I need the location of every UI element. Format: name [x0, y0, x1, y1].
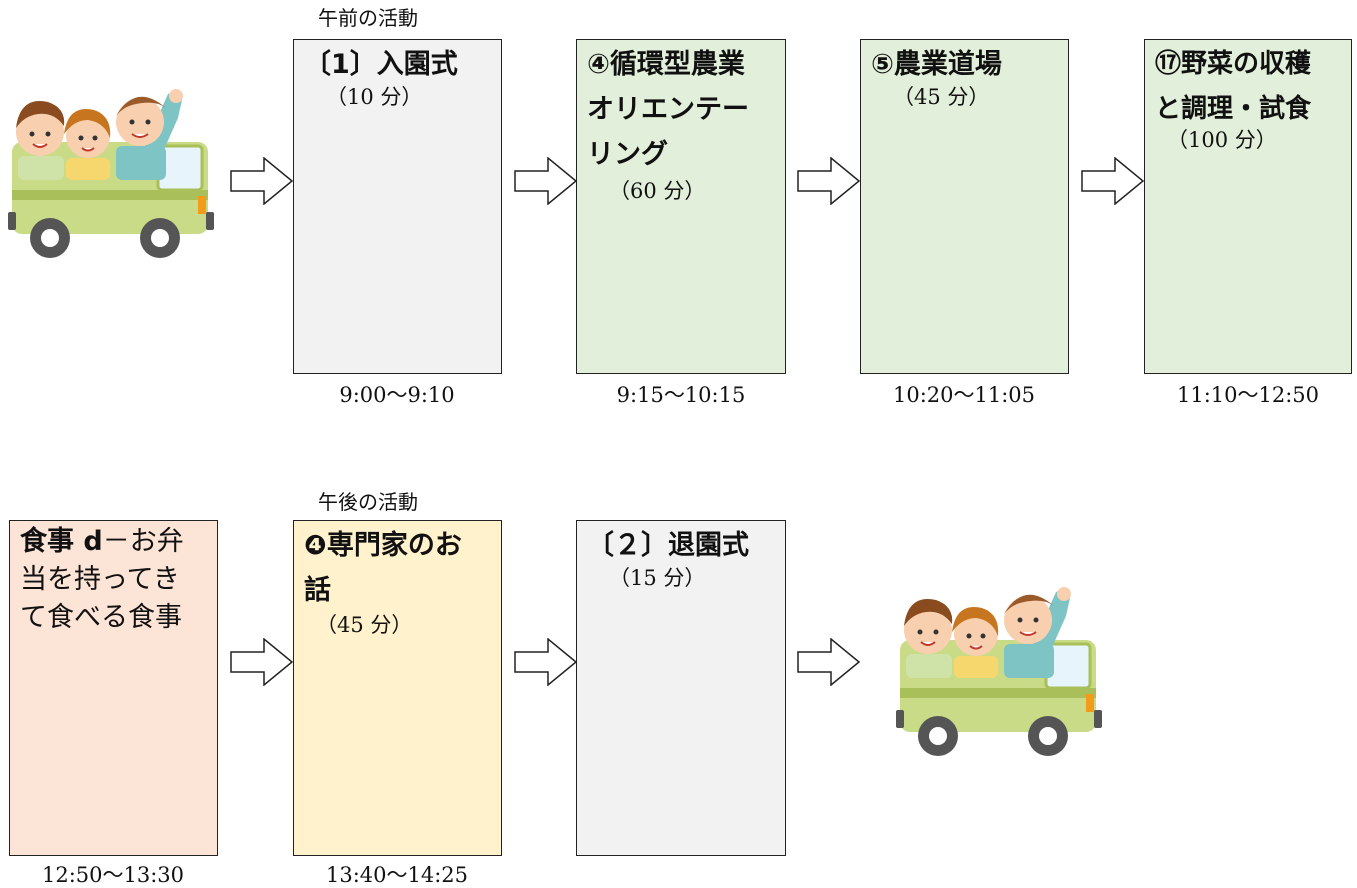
activity-time: 9:15～10:15 [616, 383, 746, 407]
afternoon-activities-label: 午後の活動 [318, 490, 418, 514]
activity-time: 12:50～13:30 [41, 863, 185, 887]
activity-title: 〔２〕退園式 [587, 530, 749, 561]
activity-title: 〔1〕入園式 [304, 49, 458, 80]
right-arrow-icon [514, 638, 578, 686]
right-arrow-icon [797, 157, 861, 205]
morning-activities-label: 午前の活動 [318, 6, 418, 30]
right-arrow-icon [797, 638, 861, 686]
activity-duration: （45 分） [893, 85, 990, 109]
activity-duration: （100 分） [1167, 128, 1277, 152]
activity-box-expert-talk: ❹専門家のお 話 （45 分） [293, 520, 502, 856]
activity-box-lunch: 食事 d－お弁 当を持ってき て食べる食事 [9, 520, 218, 856]
activity-time: 11:10～12:50 [1176, 383, 1320, 407]
activity-box-orienteering: ④循環型農業 オリエンテー リング （60 分） [576, 39, 786, 374]
meal-title-rest: －お弁 当を持ってき て食べる食事 [20, 526, 184, 633]
activity-title: ❹専門家のお 話 [304, 530, 462, 606]
activity-box-entrance-ceremony: 〔1〕入園式 （10 分） [293, 39, 502, 374]
bus-family-icon [8, 89, 214, 258]
bus-family-icon [896, 587, 1102, 756]
activity-time: 10:20～11:05 [892, 383, 1036, 407]
right-arrow-icon [1081, 157, 1145, 205]
activity-box-harvest-cooking: ⑰野菜の収穫 と調理・試食 （100 分） [1144, 39, 1352, 374]
activity-duration: （60 分） [609, 179, 706, 203]
activity-duration: （45 分） [316, 613, 413, 637]
activity-time: 9:00～9:10 [339, 383, 455, 407]
right-arrow-icon [230, 638, 294, 686]
right-arrow-icon [514, 157, 578, 205]
activity-title: ⑤農業道場 [871, 49, 1002, 80]
activity-box-closing-ceremony: 〔２〕退園式 （15 分） [576, 520, 786, 856]
activity-title: 食事 d－お弁 当を持ってき て食べる食事 [20, 523, 207, 637]
activity-title: ④循環型農業 オリエンテー リング [587, 49, 749, 170]
activity-time: 13:40～14:25 [325, 863, 469, 887]
activity-box-farming-dojo: ⑤農業道場 （45 分） [860, 39, 1069, 374]
activity-title: ⑰野菜の収穫 と調理・試食 [1155, 49, 1312, 124]
right-arrow-icon [230, 157, 294, 205]
activity-duration: （10 分） [326, 85, 423, 109]
activity-duration: （15 分） [609, 566, 706, 590]
meal-title-bold: 食事 d [20, 526, 103, 557]
